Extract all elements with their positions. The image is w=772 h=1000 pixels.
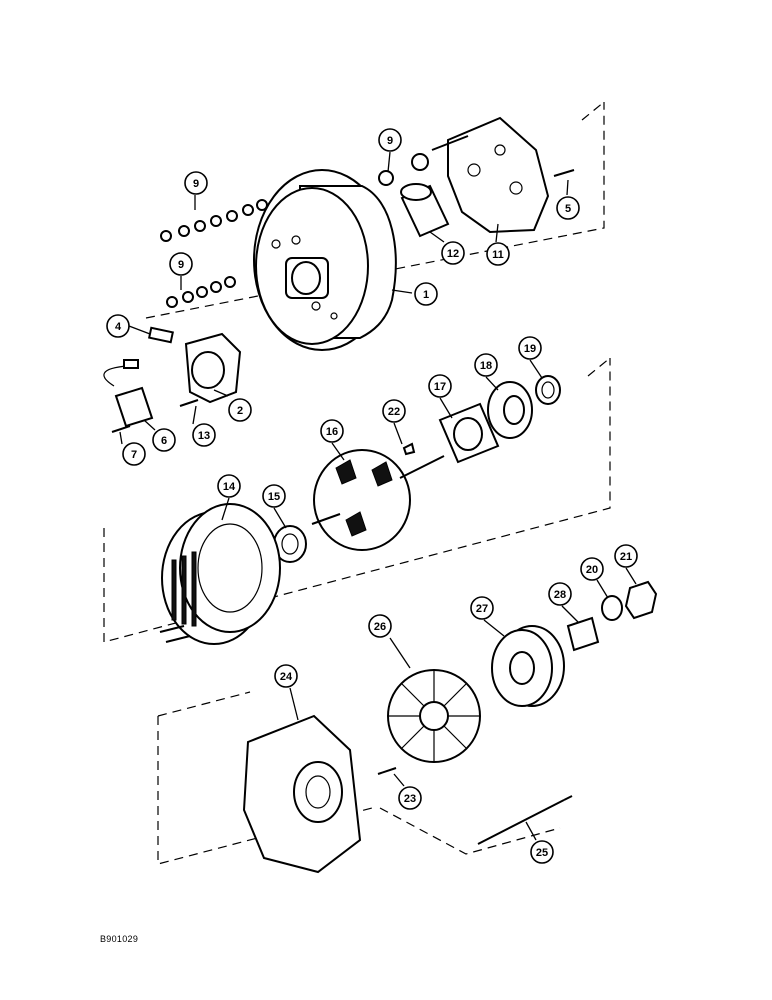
- callout-22: 22: [382, 399, 406, 423]
- svg-text:6: 6: [161, 435, 167, 447]
- callout-9-middle: 9: [184, 171, 208, 195]
- bearing-18-drawing: [487, 381, 533, 439]
- callout-25: 25: [530, 840, 554, 864]
- svg-text:15: 15: [268, 491, 280, 503]
- svg-text:1: 1: [423, 289, 429, 301]
- svg-text:16: 16: [326, 426, 338, 438]
- callout-18: 18: [474, 353, 498, 377]
- svg-text:26: 26: [374, 621, 386, 633]
- svg-text:4: 4: [115, 321, 122, 333]
- screw-23-drawing: [377, 767, 397, 775]
- drawing-code: B901029: [100, 934, 139, 944]
- svg-text:27: 27: [476, 603, 488, 615]
- svg-text:19: 19: [524, 343, 536, 355]
- capacitor-drawing: [103, 359, 154, 428]
- svg-text:21: 21: [620, 551, 632, 563]
- callout-21: 21: [614, 544, 638, 568]
- callout-20: 20: [580, 557, 604, 581]
- svg-text:11: 11: [492, 249, 504, 261]
- washer-stack-lower: [166, 276, 236, 308]
- callout-7: 7: [122, 442, 146, 466]
- svg-text:18: 18: [480, 360, 492, 372]
- svg-text:20: 20: [586, 564, 598, 576]
- svg-text:5: 5: [565, 203, 571, 215]
- callout-12: 12: [441, 241, 465, 265]
- rotor-drawing: [311, 449, 445, 551]
- callout-14: 14: [217, 474, 241, 498]
- spacer-drawing: [566, 616, 600, 652]
- sleeve-drawing: [400, 183, 450, 238]
- housing-drawing: [253, 169, 397, 351]
- svg-text:9: 9: [193, 178, 199, 190]
- stator-drawing: [159, 503, 281, 645]
- svg-text:22: 22: [388, 406, 400, 418]
- pulley-drawing: [491, 625, 565, 707]
- rectifier-drawing: [431, 116, 550, 234]
- callout-17: 17: [428, 374, 452, 398]
- screw-5-drawing: [553, 169, 575, 177]
- svg-text:9: 9: [178, 259, 184, 271]
- leader-lines: [119, 151, 637, 841]
- callout-27: 27: [470, 596, 494, 620]
- callout-13: 13: [192, 423, 216, 447]
- screw-7-drawing: [111, 425, 131, 433]
- washer-stack-upper: [160, 199, 268, 242]
- lock-washer-drawing: [601, 595, 623, 621]
- callout-9-top: 9: [378, 128, 402, 152]
- callout-6: 6: [152, 428, 176, 452]
- svg-text:9: 9: [387, 135, 393, 147]
- callout-4: 4: [106, 314, 130, 338]
- callout-26: 26: [368, 614, 392, 638]
- svg-text:2: 2: [237, 405, 243, 417]
- screw-13-drawing: [179, 399, 199, 407]
- callout-19: 19: [518, 336, 542, 360]
- callout-28: 28: [548, 582, 572, 606]
- retainer-plate-drawing: [438, 402, 500, 464]
- through-bolt-drawing: [477, 795, 573, 845]
- svg-text:25: 25: [536, 847, 548, 859]
- key-drawing: [402, 442, 416, 456]
- callout-1: 1: [414, 282, 438, 306]
- nuts-top-drawing: [378, 153, 429, 186]
- callout-2: 2: [228, 398, 252, 422]
- svg-text:12: 12: [447, 248, 459, 260]
- svg-text:7: 7: [131, 449, 137, 461]
- callout-15: 15: [262, 484, 286, 508]
- svg-text:23: 23: [404, 793, 416, 805]
- callout-9-bottom: 9: [169, 252, 193, 276]
- callout-24: 24: [274, 664, 298, 688]
- svg-text:17: 17: [434, 381, 446, 393]
- svg-text:24: 24: [280, 671, 293, 683]
- callout-23: 23: [398, 786, 422, 810]
- callout-11: 11: [486, 242, 510, 266]
- callout-16: 16: [320, 419, 344, 443]
- nut-drawing: [624, 580, 658, 620]
- end-frame-drawing: [242, 714, 362, 874]
- callout-5: 5: [556, 196, 580, 220]
- brush-holder-drawing: [184, 332, 242, 404]
- seal-drawing: [535, 375, 561, 405]
- brush-drawing: [148, 326, 174, 344]
- svg-text:13: 13: [198, 430, 210, 442]
- fan-drawing: [387, 669, 481, 763]
- svg-text:28: 28: [554, 589, 566, 601]
- callouts: 1 2 4 5 6 7 9 9 9 11 12 13 14 15 16 17 1…: [106, 128, 638, 864]
- svg-text:14: 14: [223, 481, 236, 493]
